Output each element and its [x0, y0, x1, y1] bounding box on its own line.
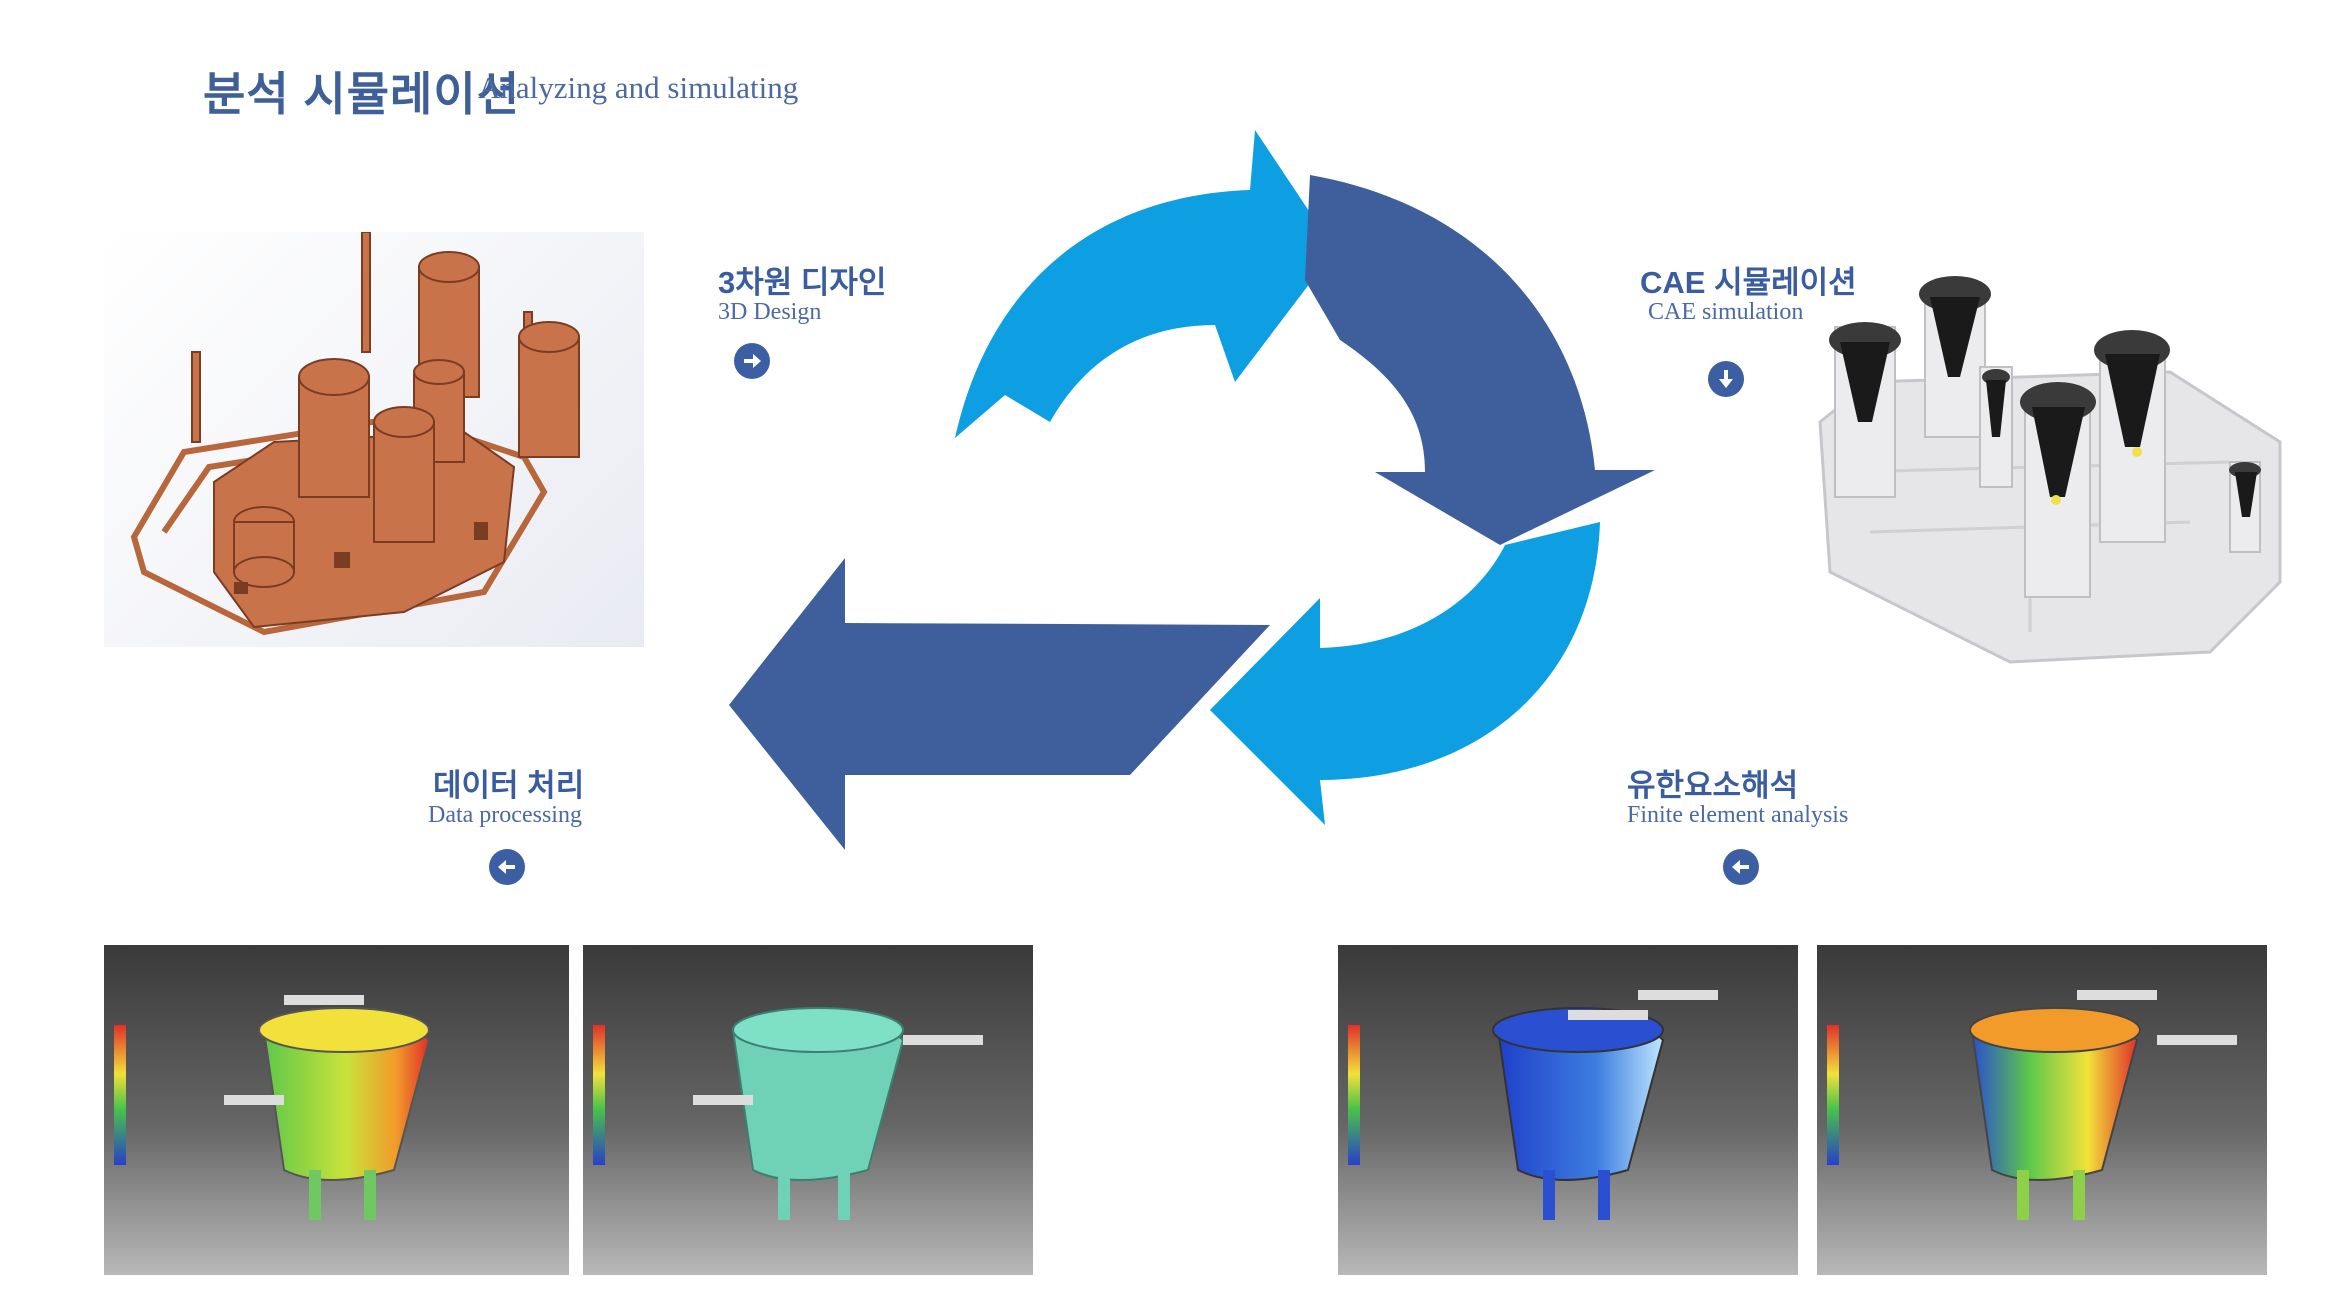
cycle-arrow-top: [955, 130, 1335, 438]
step-data-processing-sublabel: Data processing: [428, 802, 582, 828]
cycle-arrow-right: [1305, 175, 1655, 545]
cad-model-image: [104, 232, 644, 647]
fea-result-panel-3: [1338, 945, 1798, 1275]
arrow-right-icon: [744, 354, 761, 368]
step-cae-sublabel: CAE simulation: [1648, 299, 1804, 325]
step-fea-sublabel: Finite element analysis: [1627, 802, 1849, 828]
cycle-arrow-left: [729, 558, 1270, 850]
step-data-processing-label: 데이터 처리: [433, 768, 585, 803]
fea-result-panel-2: [583, 945, 1033, 1275]
cycle-arrows-diagram: [729, 130, 1655, 850]
step-3d-design-label: 3차원 디자인: [718, 265, 887, 300]
step-3d-design-button[interactable]: [734, 343, 770, 379]
step-cae-label: CAE 시뮬레이션: [1640, 265, 1857, 300]
page-title: 분석 시뮬레이션: [203, 68, 521, 120]
step-fea-label: 유한요소해석: [1627, 768, 1799, 803]
arrow-left-icon: [1732, 860, 1749, 874]
fea-result-panel-1: [104, 945, 569, 1275]
fea-result-panel-4: [1817, 945, 2267, 1275]
arrow-down-icon: [1719, 370, 1733, 388]
step-3d-design-sublabel: 3D Design: [718, 299, 822, 325]
cycle-arrow-bottom: [1210, 522, 1600, 825]
step-fea-button[interactable]: [1723, 849, 1759, 885]
arrow-left-icon: [498, 860, 515, 874]
page-subtitle: Analyzing and simulating: [478, 70, 799, 105]
step-cae-button[interactable]: [1708, 361, 1744, 397]
step-data-processing-button[interactable]: [489, 849, 525, 885]
cae-simulation-image: [1810, 272, 2290, 664]
